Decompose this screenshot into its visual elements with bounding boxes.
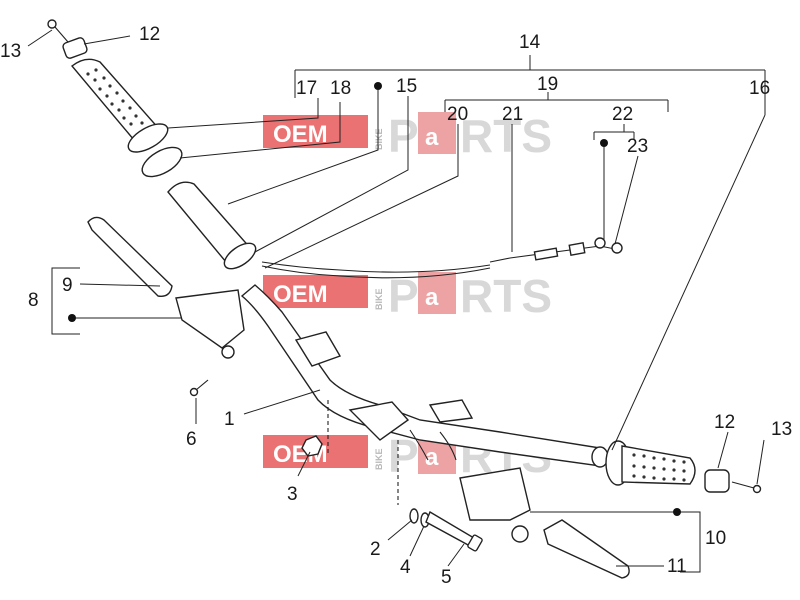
kit-marker-dot xyxy=(374,82,382,90)
left-grip-ring xyxy=(141,146,183,178)
left-bar-end-screw xyxy=(47,19,69,43)
kit-marker-dot xyxy=(673,508,681,516)
label-4: 4 xyxy=(400,557,411,578)
right-bar-end-screw xyxy=(731,481,762,494)
right-grip xyxy=(605,440,696,486)
watermark-parts-rts: RTS xyxy=(460,110,552,162)
label-18: 18 xyxy=(330,78,351,99)
left-brake-lever xyxy=(87,216,173,297)
label-16: 16 xyxy=(749,78,770,99)
left-master-cylinder xyxy=(175,289,245,359)
label-2: 2 xyxy=(370,539,381,560)
watermark-oem-text: OEM xyxy=(273,281,328,308)
right-bar-end-weight xyxy=(704,469,730,493)
label-17: 17 xyxy=(296,78,317,99)
throttle-cable xyxy=(261,237,623,279)
label-15: 15 xyxy=(396,76,417,97)
label-21: 21 xyxy=(502,104,523,125)
label-13-left: 13 xyxy=(0,41,21,62)
watermark-bike-text: BIKE xyxy=(374,128,384,150)
kit-marker-dot xyxy=(68,314,76,322)
label-9: 9 xyxy=(62,275,73,296)
nut xyxy=(301,435,323,457)
watermark-parts-p: P xyxy=(388,270,419,322)
right-brake-lever xyxy=(543,519,630,579)
watermark-parts-a: a xyxy=(425,444,439,471)
label-14: 14 xyxy=(519,32,541,53)
watermark-parts-p: P xyxy=(388,110,419,162)
label-5: 5 xyxy=(441,567,452,588)
label-1: 1 xyxy=(224,409,235,430)
label-8: 8 xyxy=(28,290,39,311)
throttle-tube xyxy=(167,181,257,270)
label-6: 6 xyxy=(186,429,197,450)
watermark-top: OEM BIKE P a RTS xyxy=(263,110,552,162)
part-labels: 13 12 14 17 18 15 19 16 20 21 22 23 9 8 … xyxy=(0,24,792,588)
watermark-parts-rts: RTS xyxy=(460,270,552,322)
right-master-cylinder xyxy=(459,467,531,543)
label-23: 23 xyxy=(627,136,648,157)
label-20: 20 xyxy=(447,104,468,125)
leader-lines xyxy=(27,29,766,573)
watermark-bike-text: BIKE xyxy=(374,448,384,470)
label-13-right: 13 xyxy=(771,419,792,440)
label-10: 10 xyxy=(705,528,726,549)
label-19: 19 xyxy=(537,74,558,95)
left-grip xyxy=(70,58,169,153)
bolt xyxy=(425,510,483,552)
watermark-bike-text: BIKE xyxy=(374,288,384,310)
label-11: 11 xyxy=(667,556,687,577)
label-12-right: 12 xyxy=(714,412,735,433)
handlebar xyxy=(240,284,609,468)
watermark-parts-a: a xyxy=(425,124,439,151)
washer xyxy=(409,508,419,524)
mirror-screw xyxy=(189,379,209,397)
watermark-middle: OEM BIKE P a RTS xyxy=(263,270,552,322)
label-3: 3 xyxy=(287,484,298,505)
label-22: 22 xyxy=(612,104,633,125)
kit-marker-dot xyxy=(600,139,608,147)
watermark-parts-a: a xyxy=(425,284,439,311)
watermark-oem-text: OEM xyxy=(273,121,328,148)
label-12-left: 12 xyxy=(139,24,160,45)
